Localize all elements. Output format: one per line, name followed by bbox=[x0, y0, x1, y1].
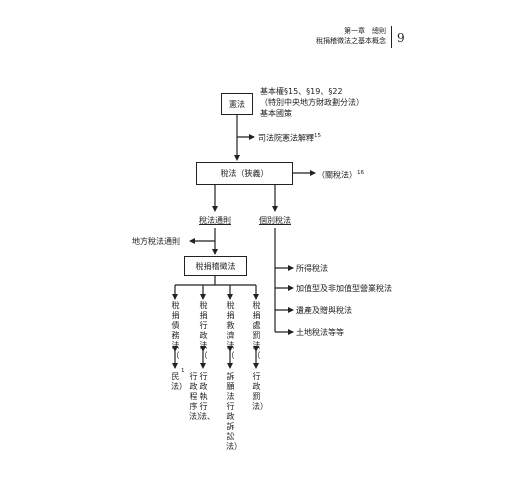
column-relief-bottom: 訴願法行政訴訟法） bbox=[226, 372, 242, 451]
individual-law-item: 遺產及贈與稅法 bbox=[296, 306, 352, 315]
column-admin-top: 稅捐行政法（ bbox=[199, 301, 208, 360]
page-number: 9 bbox=[397, 31, 405, 45]
individual-law-item: 加值型及非加值型營業稅法 bbox=[296, 284, 392, 293]
constitution-note-rights: 基本權§15、§19、§22 bbox=[260, 87, 343, 96]
local-general-label: 地方稅法通則 bbox=[132, 237, 180, 246]
column-penalty-top: 稅捐處罰法（ bbox=[252, 301, 261, 360]
constitution-note-policy: 基本國策 bbox=[260, 109, 292, 118]
interpretation-footnote: 15 bbox=[314, 133, 321, 139]
constitution-box: 憲法 bbox=[221, 93, 253, 115]
individual-law-item: 所得稅法 bbox=[296, 264, 328, 273]
interpretation-label: 司法院憲法解釋15 bbox=[258, 133, 321, 143]
individual-laws-label: 個別稅法 bbox=[259, 216, 291, 225]
tax-law-label: 稅法（狹義） bbox=[220, 169, 269, 178]
general-rules-label: 稅法通則 bbox=[199, 216, 231, 225]
constitution-label: 憲法 bbox=[229, 99, 245, 109]
individual-law-item: 土地稅法等等 bbox=[296, 328, 344, 337]
tariff-footnote: 16 bbox=[357, 170, 364, 176]
collection-act-label: 稅捐稽徵法 bbox=[195, 261, 236, 271]
column-debt-bottom: 民法） bbox=[171, 372, 187, 391]
chapter-header: 第一章 總則 bbox=[344, 27, 386, 35]
column-penalty-bottom: 行政罰法） bbox=[252, 372, 268, 411]
constitution-note-finance: （特別中央地方財政劃分法） bbox=[260, 98, 364, 107]
column-debt-footnote: 1 bbox=[181, 368, 185, 374]
column-relief-top: 稅捐救濟法（ bbox=[226, 301, 235, 360]
tariff-label: （關稅法）16 bbox=[317, 170, 364, 180]
column-admin-bottom-a: 行政執行法、 bbox=[199, 372, 215, 421]
collection-act-box: 稅捐稽徵法 bbox=[184, 256, 247, 276]
section-title-header: 稅捐稽徵法之基本概念 bbox=[316, 37, 386, 45]
column-admin-bottom: 行政程序法） bbox=[189, 372, 205, 421]
header-divider bbox=[391, 26, 392, 48]
column-debt-top: 稅捐債務法（ bbox=[171, 301, 180, 360]
tax-law-box: 稅法（狹義） bbox=[196, 162, 293, 185]
